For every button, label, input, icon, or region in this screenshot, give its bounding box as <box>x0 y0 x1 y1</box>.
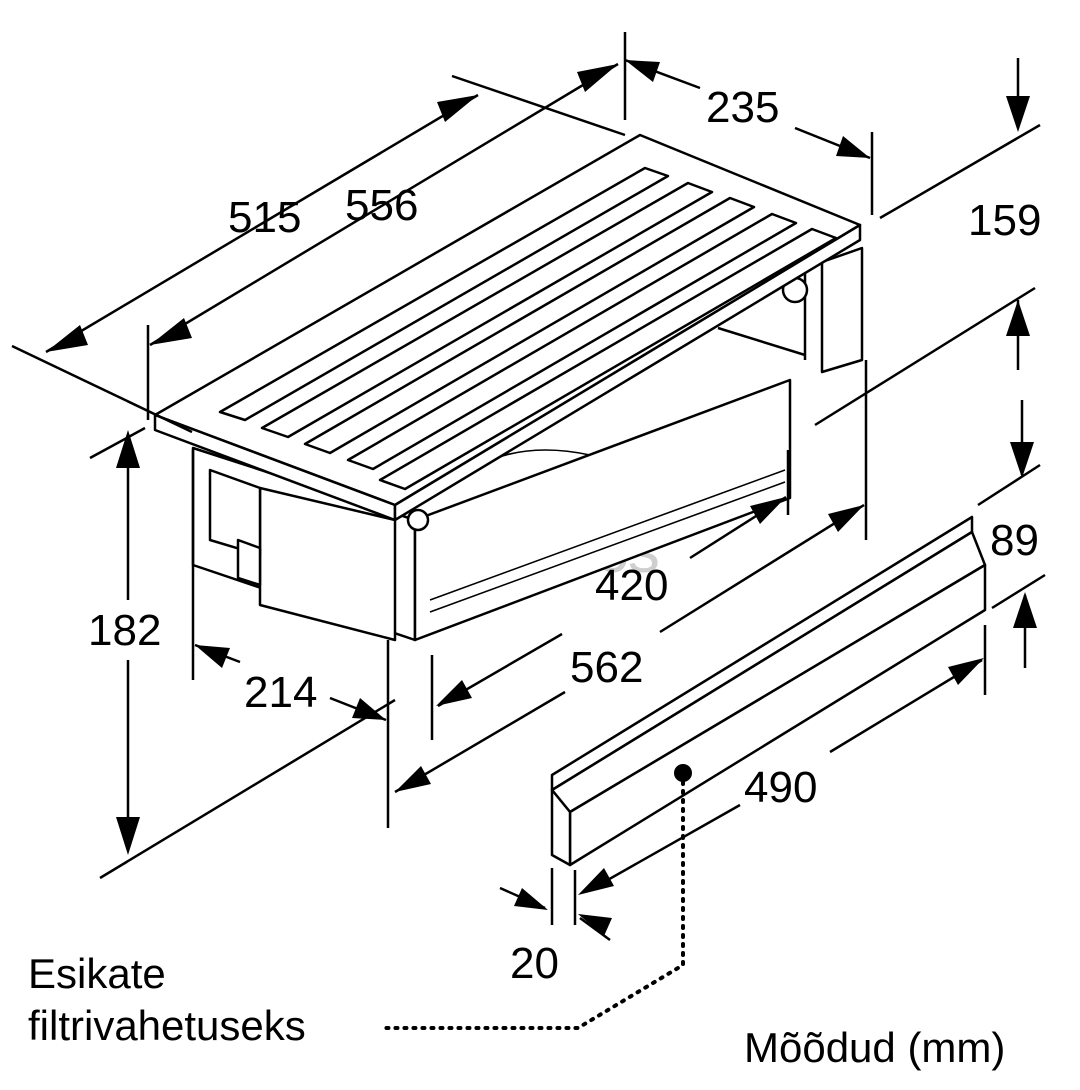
dimension-label-182: 182 <box>88 606 161 655</box>
arrowheads <box>46 60 1037 936</box>
arrow-490-right <box>948 658 984 685</box>
arrow-159-top <box>1006 96 1030 132</box>
arrow-515-right <box>437 95 478 122</box>
dimension-line-556 <box>149 62 619 347</box>
arrow-182-bottom <box>116 817 140 855</box>
grille-slot <box>346 212 798 471</box>
arrow-556-right <box>577 64 618 92</box>
extension-line <box>977 463 1041 507</box>
arrow-20-right <box>578 914 612 936</box>
dimension-label-515: 515 <box>228 193 301 242</box>
callout-text: Esikate filtrivahetuseks <box>28 950 306 1049</box>
arrow-214-left <box>195 645 230 668</box>
arrow-420-left <box>436 680 472 706</box>
dimension-line-515 <box>45 93 479 354</box>
dimension-line-562 <box>659 503 865 634</box>
arrow-214-right <box>352 698 386 720</box>
dimension-label-20: 20 <box>510 939 559 988</box>
arrow-20-left <box>514 888 548 910</box>
housing-groove-line <box>429 469 786 601</box>
front-knob <box>406 508 430 532</box>
arrow-515-left <box>46 325 88 352</box>
extension-line <box>991 573 1046 610</box>
cover-front-face <box>568 563 987 867</box>
dimension-line-490 <box>589 803 741 892</box>
extension-line <box>99 698 396 880</box>
cover-release-point <box>674 764 692 782</box>
grille-slot <box>378 227 838 491</box>
extension-line <box>814 286 1036 427</box>
arrow-235-left <box>625 60 660 82</box>
callout-line-2: filtrivahetuseks <box>28 1002 306 1049</box>
extension-line <box>879 123 1041 220</box>
cover-end-face <box>550 788 572 867</box>
arrow-89-bottom <box>1013 592 1037 628</box>
main-unit <box>153 133 864 642</box>
dimension-label-420: 420 <box>595 561 668 610</box>
motor-box-tab <box>236 538 262 587</box>
dimension-label-556: 556 <box>345 181 418 230</box>
arrow-562-left <box>395 766 431 792</box>
dimension-label-490: 490 <box>744 763 817 812</box>
extension-line <box>11 344 193 434</box>
units-note: Mõõdud (mm) <box>744 1024 1005 1071</box>
front-cover <box>550 515 987 867</box>
arrow-159-bottom <box>1006 300 1030 336</box>
grille-slots <box>218 166 838 491</box>
callout-leader-dotted <box>383 780 685 1030</box>
callout-line-1: Esikate <box>28 950 166 997</box>
dimension-label-562: 562 <box>570 643 643 692</box>
rear-bracket <box>820 246 864 374</box>
rear-bracket-edge <box>717 326 806 357</box>
grille-slot <box>218 166 670 422</box>
dimension-line-20 <box>579 916 611 942</box>
dimension-label-214: 214 <box>244 668 317 717</box>
arrow-182-top <box>116 430 140 468</box>
arrow-235-right <box>836 136 870 158</box>
housing-long-face <box>413 378 792 642</box>
dimension-label-89: 89 <box>990 516 1039 565</box>
grille-slot <box>303 196 756 455</box>
arrow-562-right <box>828 505 864 532</box>
arrow-556-left <box>150 318 192 345</box>
housing-groove-line <box>429 481 786 613</box>
arrow-89-top <box>1010 442 1034 478</box>
dimension-labels: 235 159 515 556 182 214 420 562 89 490 2… <box>88 83 1041 988</box>
extension-line <box>451 74 626 137</box>
arrow-490-left <box>578 868 614 895</box>
arrow-420-right <box>750 497 786 524</box>
dimension-label-159: 159 <box>968 196 1041 245</box>
dimension-label-235: 235 <box>706 83 779 132</box>
grille-top-plate-edge <box>393 223 862 522</box>
extension-line <box>89 426 146 460</box>
grille-slot <box>260 181 714 439</box>
